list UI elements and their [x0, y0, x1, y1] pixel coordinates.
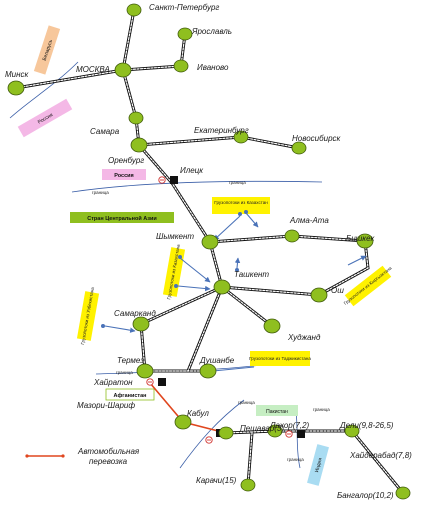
flow-tag-kazakhstan: Грузопотоки из Казахстан: [212, 197, 270, 214]
border-label-5: граница: [313, 407, 330, 412]
node-karachi: [240, 478, 256, 492]
node-novosibirsk: [291, 141, 307, 155]
region-india-label: Индия: [314, 457, 324, 473]
node-osh: [310, 287, 328, 303]
region-central-asia-label: Стран Центральной Азии: [87, 215, 156, 222]
customs-iletsk: [158, 176, 178, 184]
region-india: Индия: [307, 444, 329, 486]
node-kabul: [174, 414, 192, 430]
region-pakistan-label: Пакистан: [266, 409, 288, 415]
label-shymkent: Шымкент: [156, 232, 194, 241]
node-minsk: [7, 80, 25, 96]
flow-tag-tajikistan-label: Грузопотоки из Таджикистана: [249, 356, 311, 361]
label-almaty: Алма-Ата: [289, 216, 329, 225]
label-hyderabad: Хайдерабад(7,8): [349, 451, 412, 460]
node-tashkent: [213, 279, 231, 295]
border-russia-central-asia: [71, 180, 323, 193]
flow-tag-uzbekistan: Грузопотоки из Узбекистана: [76, 286, 100, 345]
label-termez: Термез: [117, 356, 144, 365]
region-afghanistan-label: Афганистан: [114, 392, 147, 399]
border-label-3: граница: [116, 370, 133, 375]
label-moscow: МОСКВА: [76, 65, 110, 74]
label-ekaterinburg: Екатеринбург: [194, 126, 249, 135]
label-hairaton: Хайратон: [93, 378, 133, 387]
border-belarus-russia: [9, 61, 79, 119]
region-central-asia: Стран Центральной Азии: [70, 212, 174, 223]
region-afghanistan: Афганистан: [105, 388, 155, 401]
flow-tag-kazakhstan-side: Грузопотоки из Казахстана: [162, 243, 186, 300]
label-yaroslavl: Ярославль: [191, 27, 232, 36]
node-bangalore: [395, 486, 411, 500]
label-peshawar: Пешавар(3): [240, 424, 284, 433]
node-termez: [136, 363, 154, 379]
label-samara: Самара: [90, 127, 120, 136]
node-ekaterinburg: [233, 130, 249, 144]
label-kabul: Кабул: [187, 409, 209, 418]
label-minsk: Минск: [5, 70, 30, 79]
label-delhi: Дели(9,8-26,5): [339, 421, 394, 430]
customs-lahore: [285, 430, 305, 438]
node-delhi: [344, 424, 360, 438]
customs-hairaton: [146, 378, 166, 386]
label-osh: Ош: [331, 286, 344, 295]
legend-road-label-1: Автомобильная: [77, 447, 140, 456]
label-karachi: Карачи(15): [196, 476, 237, 485]
region-russia-mid-label: Россия: [114, 173, 134, 179]
border-label-6: граница: [287, 457, 304, 462]
border-afghan-pakistan: [179, 399, 245, 469]
label-spb: Санкт-Петербург: [149, 3, 219, 12]
flow-sources: [101, 210, 248, 328]
city-nodes: [7, 3, 411, 500]
label-orenburg: Оренбург: [108, 156, 144, 165]
flow-tag-kazakhstan-label: Грузопотоки из Казахстан: [214, 200, 268, 205]
region-russia-mid: Россия: [102, 169, 146, 180]
node-khujand: [263, 318, 281, 334]
node-yaroslavl: [177, 27, 193, 41]
node-samarkand: [132, 316, 150, 332]
node-peshawar: [218, 426, 234, 440]
border-label-2: граница: [229, 180, 246, 185]
region-pakistan: Пакистан: [256, 405, 298, 416]
label-novosibirsk: Новосибирск: [292, 134, 342, 143]
node-shymkent: [201, 234, 219, 250]
label-bishkek: Бишкек: [346, 234, 376, 243]
node-spb: [126, 3, 142, 17]
flow-tag-tajikistan: Грузопотоки из Таджикистана: [249, 351, 311, 366]
region-belarus: Беларусь: [33, 25, 61, 75]
label-tashkent: Ташкент: [234, 270, 269, 279]
label-dushanbe: Душанбе: [199, 356, 235, 365]
city-labels: Санкт-Петербург Ярославль Иваново МОСКВА…: [5, 3, 412, 500]
legend: Автомобильная перевозка: [25, 447, 140, 466]
label-iletsk: Илецк: [180, 166, 204, 175]
border-labels: граница граница граница граница граница …: [92, 180, 330, 462]
node-ivanovo: [173, 59, 189, 73]
label-lahore: Лахор(7,2): [269, 421, 310, 430]
node-samara: [128, 111, 144, 125]
flow-tag-kyrgyzstan-label: Грузопотоки из Кыргызстана: [343, 265, 393, 306]
node-bishkek: [356, 233, 374, 249]
legend-road-label-2: перевозка: [89, 457, 128, 466]
label-samarkand: Самарканд: [114, 309, 156, 318]
label-mazar: Мазори-Шариф: [77, 401, 135, 410]
label-ivanovo: Иваново: [197, 63, 229, 72]
node-lahore: [267, 424, 283, 438]
node-orenburg: [130, 137, 148, 153]
border-label-4: граница: [238, 400, 255, 405]
border-label-1: граница: [92, 190, 109, 195]
node-dushanbe: [199, 363, 217, 379]
label-bangalore: Бангалор(10,2): [337, 491, 394, 500]
node-almaty: [284, 229, 300, 243]
label-khujand: Худжанд: [287, 333, 321, 342]
node-moscow: [114, 62, 132, 78]
